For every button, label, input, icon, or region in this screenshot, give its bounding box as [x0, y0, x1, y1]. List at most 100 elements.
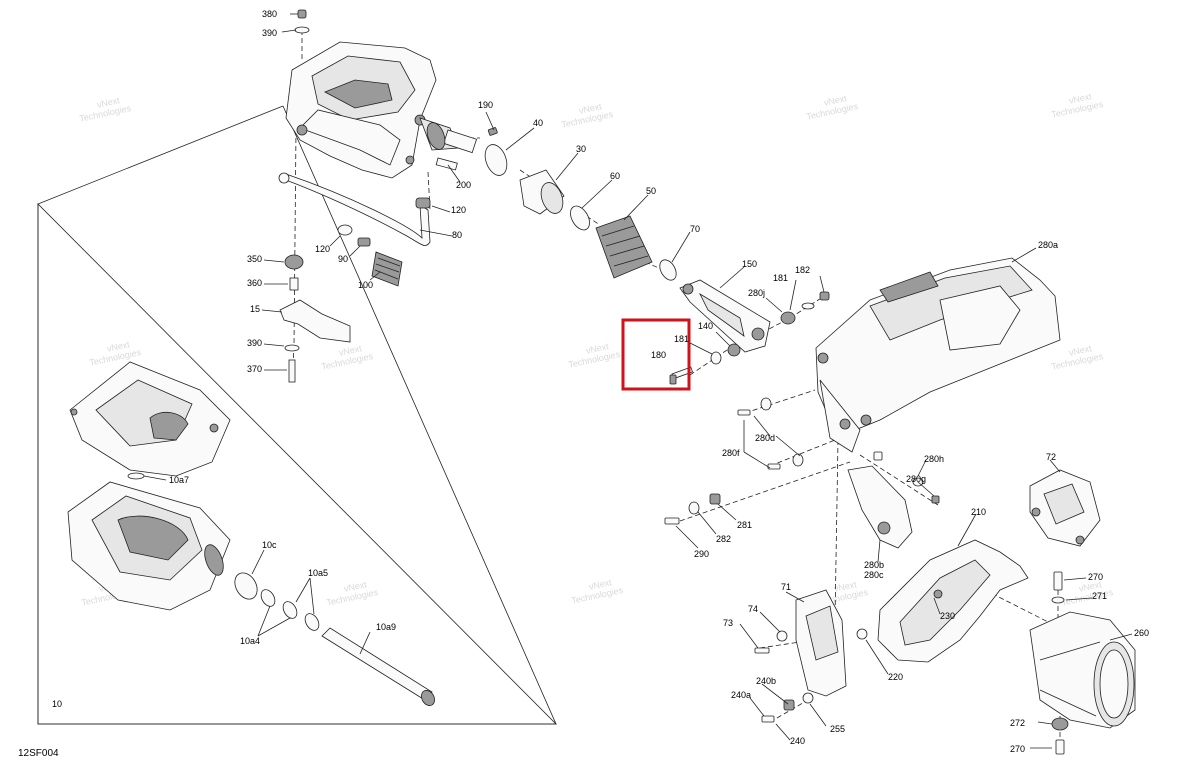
callout-390: 390: [247, 338, 262, 348]
callout-150: 150: [742, 259, 757, 269]
support-210: [877, 539, 1029, 663]
callout-40: 40: [533, 118, 543, 128]
inset-supercharger-bottom: [67, 472, 231, 611]
callout-282: 282: [716, 534, 731, 544]
leader-lines: [143, 13, 1133, 749]
link-150: [679, 279, 771, 353]
callout-260: 260: [1134, 628, 1149, 638]
callout-190: 190: [478, 100, 493, 110]
inset-shaft-10a9: [321, 627, 435, 706]
callout-255: 255: [830, 724, 845, 734]
inset-supercharger-top: [69, 361, 231, 477]
callout-10a4: 10a4: [240, 636, 260, 646]
callout-80: 80: [452, 230, 462, 240]
clamp-60: [570, 205, 590, 231]
callout-200: 200: [456, 180, 471, 190]
actuator-72: [1029, 469, 1101, 547]
svg-text:vNext: vNext: [585, 341, 610, 356]
callout-210: 210: [971, 507, 986, 517]
callout-270: 270: [1088, 572, 1103, 582]
callout-281: 281: [737, 520, 752, 530]
nozzle-260: [1029, 611, 1136, 729]
callout-280g: 280g: [906, 474, 926, 484]
screw-380: [294, 9, 310, 34]
highlight-box: [621, 318, 691, 391]
callout-74: 74: [748, 604, 758, 614]
callout-90: 90: [338, 254, 348, 264]
bracket-71: [754, 589, 868, 697]
hardware-280j: [780, 291, 830, 325]
callout-140: 140: [698, 321, 713, 331]
callout-10a5: 10a5: [308, 568, 328, 578]
inset-seals: [234, 572, 320, 631]
callout-240: 240: [790, 736, 805, 746]
detail-inset: [37, 105, 557, 725]
svg-text:vNext: vNext: [1068, 343, 1093, 358]
coupler-30: [519, 169, 565, 215]
callout-70: 70: [690, 224, 700, 234]
callout-240a: 240a: [731, 690, 751, 700]
inset-label: 10: [52, 699, 62, 709]
callout-360: 360: [247, 278, 262, 288]
svg-text:vNext: vNext: [1068, 91, 1093, 106]
callout-230: 230: [940, 611, 955, 621]
callout-60: 60: [610, 171, 620, 181]
callout-181: 181: [674, 334, 689, 344]
callout-370: 370: [247, 364, 262, 374]
figure-code: 12SF004: [18, 748, 59, 759]
callout-280f: 280f: [722, 448, 740, 458]
callout-290: 290: [694, 549, 709, 559]
callout-280a: 280a: [1038, 240, 1058, 250]
callout-240b: 240b: [756, 676, 776, 686]
callout-72: 72: [1046, 452, 1056, 462]
callout-390: 390: [262, 28, 277, 38]
callout-30: 30: [576, 144, 586, 154]
callout-220: 220: [888, 672, 903, 682]
supercharger-assembly: [285, 41, 478, 179]
callout-120: 120: [315, 244, 330, 254]
callout-50: 50: [646, 186, 656, 196]
svg-text:vNext: vNext: [588, 577, 613, 592]
callout-272: 272: [1010, 718, 1025, 728]
callout-380: 380: [262, 9, 277, 19]
callouts: 380 390 190 40 30 60 50 200 120 80 120 9…: [18, 9, 1149, 759]
svg-text:vNext: vNext: [578, 101, 603, 116]
svg-text:vNext: vNext: [833, 579, 858, 594]
hose-100: [337, 224, 403, 287]
clamp-70: [659, 259, 677, 281]
svg-text:vNext: vNext: [823, 93, 848, 108]
hardware-240: [761, 692, 814, 723]
boot-50: [595, 215, 653, 279]
svg-text:vNext: vNext: [343, 579, 368, 594]
callout-271: 271: [1092, 591, 1107, 601]
mount-stack: [279, 254, 351, 383]
bracket-280b: [847, 451, 940, 549]
callout-10a9: 10a9: [376, 622, 396, 632]
callout-15: 15: [250, 304, 260, 314]
screw-180: [669, 343, 741, 385]
callout-181: 181: [773, 273, 788, 283]
callout-10a7: 10a7: [169, 475, 189, 485]
cover-280a: [815, 257, 1061, 453]
clamp-40: [484, 144, 508, 176]
callout-100: 100: [358, 280, 373, 290]
callout-280h: 280h: [924, 454, 944, 464]
oil-line-80: [278, 172, 431, 246]
callout-71: 71: [781, 582, 791, 592]
callout-182: 182: [795, 265, 810, 275]
svg-text:vNext: vNext: [1078, 579, 1103, 594]
callout-350: 350: [247, 254, 262, 264]
callout-73: 73: [723, 618, 733, 628]
callout-270: 270: [1010, 744, 1025, 754]
svg-text:vNext: vNext: [106, 339, 131, 354]
